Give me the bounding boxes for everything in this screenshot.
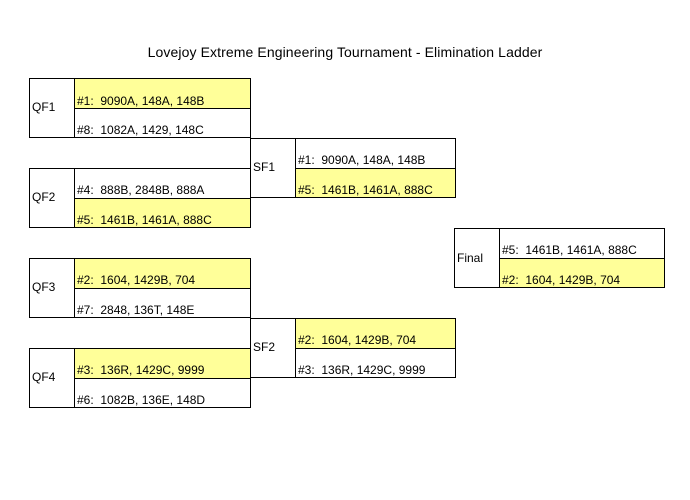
qf1-top-team: #1: 9090A, 148A, 148B: [75, 79, 250, 108]
qf1-outer-box: [29, 78, 75, 138]
sf2-label: SF2: [253, 340, 276, 354]
qf2-label: QF2: [32, 190, 56, 204]
qf2-bottom-team: #5: 1461B, 1461A, 888C: [75, 199, 250, 227]
sf2-outer-box: [250, 318, 296, 378]
qf3-divider: [75, 288, 250, 289]
qf4-top-team: #3: 136R, 1429C, 9999: [75, 349, 250, 378]
final-label: Final: [457, 251, 484, 265]
page-title: Lovejoy Extreme Engineering Tournament -…: [147, 44, 543, 60]
qf2-top-team: #4: 888B, 2848B, 888A: [77, 183, 205, 197]
sf2-top-team: #2: 1604, 1429B, 704: [296, 319, 455, 348]
qf3-bottom-team: #7: 2848, 136T, 148E: [77, 303, 195, 317]
sf1-label: SF1: [253, 160, 276, 174]
final-bottom-team: #2: 1604, 1429B, 704: [500, 259, 664, 287]
qf4-bottom-team: #6: 1082B, 136E, 148D: [77, 393, 206, 407]
qf1-bottom-team: #8: 1082A, 1429, 148C: [77, 123, 204, 137]
sf2-bottom-team: #3: 136R, 1429C, 9999: [298, 363, 426, 377]
sf1-outer-box: [250, 138, 296, 198]
sf1-divider: [296, 168, 455, 169]
qf3-top-team: #2: 1604, 1429B, 704: [75, 259, 250, 288]
sf1-bottom-team: #5: 1461B, 1461A, 888C: [296, 169, 455, 197]
qf3-label: QF3: [32, 280, 56, 294]
qf4-label: QF4: [32, 370, 56, 384]
qf1-label: QF1: [32, 100, 56, 114]
sf2-divider: [296, 348, 455, 349]
qf2-divider: [75, 198, 250, 199]
final-top-team: #5: 1461B, 1461A, 888C: [502, 243, 637, 257]
sf1-top-team: #1: 9090A, 148A, 148B: [298, 153, 426, 167]
final-divider: [500, 258, 664, 259]
qf1-divider: [75, 108, 250, 109]
qf4-divider: [75, 378, 250, 379]
